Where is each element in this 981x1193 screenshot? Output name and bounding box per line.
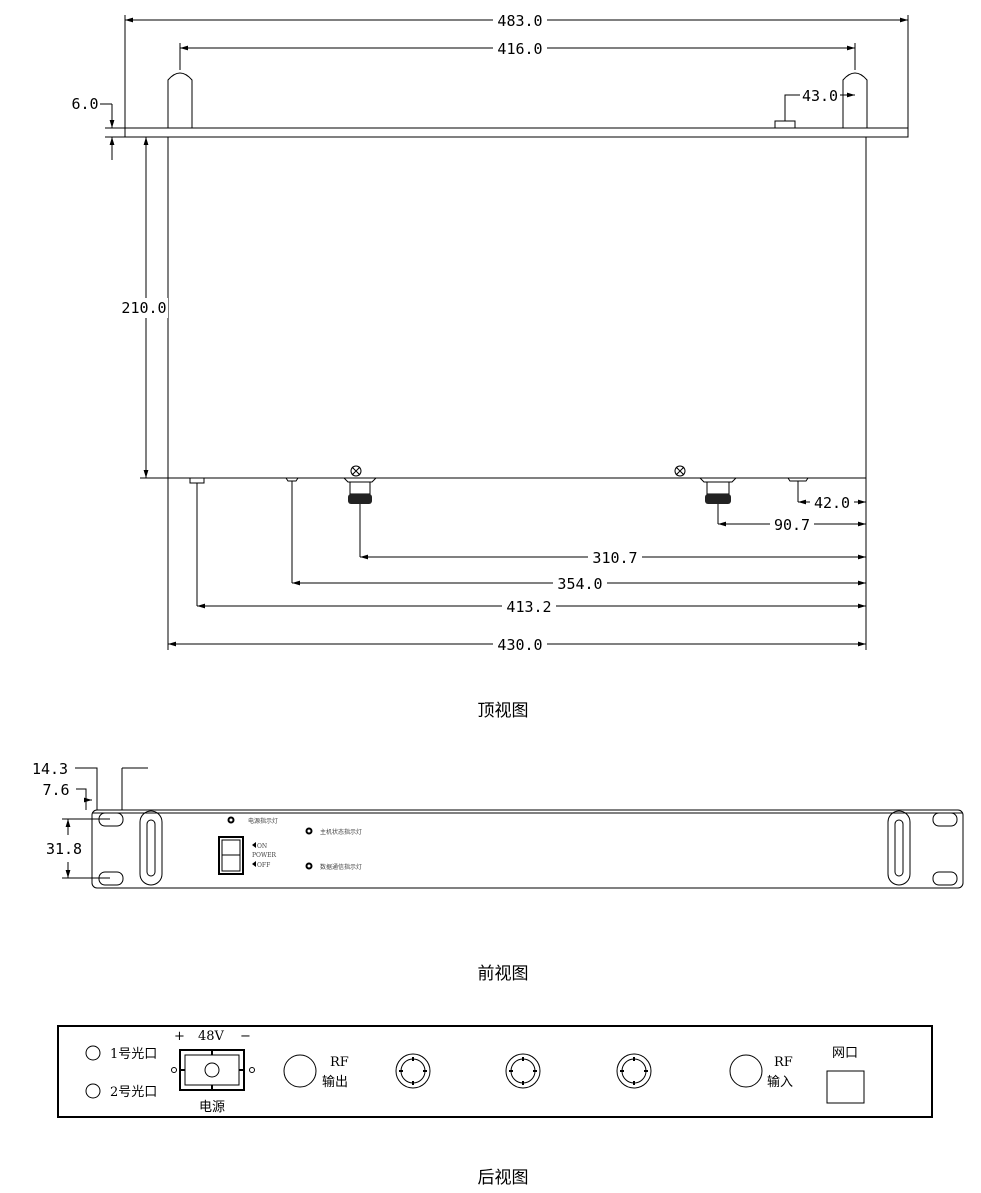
label-minus: − [240, 1029, 251, 1044]
label-plus: + [174, 1029, 185, 1044]
label-off: OFF [257, 862, 270, 869]
data-led [305, 862, 313, 870]
top-view: 483.0 416.0 43.0 6.0 210.0 42.0 90.7 310… [71, 11, 909, 721]
chassis-body [167, 136, 867, 479]
label-rf-in: RF [774, 1055, 793, 1070]
power-connector [171, 1049, 255, 1091]
dim-conn-a: 42.0 [814, 494, 850, 512]
right-handle [842, 72, 868, 128]
back-panel [57, 1025, 933, 1118]
dim-conn-e: 413.2 [506, 598, 551, 616]
peg [285, 477, 299, 482]
label-rf-input: 输入 [767, 1074, 793, 1090]
label-power-led: 电源指示灯 [248, 817, 278, 825]
label-power: POWER [252, 852, 277, 859]
label-port1: 1号光口 [110, 1047, 157, 1062]
back-view: 1号光口 2号光口 + 48V − 电源 RF 输出 RF 输入 网口 后视图 [57, 1025, 933, 1188]
label-power: 电源 [199, 1100, 225, 1115]
dim-flange-thickness: 6.0 [71, 95, 98, 113]
power-led [227, 816, 235, 824]
host-led [305, 827, 313, 835]
label-port2: 2号光口 [110, 1085, 157, 1100]
screw-icon [350, 465, 362, 477]
label-host-led: 主机状态指示灯 [320, 828, 362, 836]
rf-output-port [283, 1054, 317, 1088]
dim-conn-b: 90.7 [774, 516, 810, 534]
ear-hole [932, 871, 958, 886]
label-network: 网口 [832, 1046, 858, 1061]
caption-back-view: 后视图 [478, 1168, 529, 1188]
label-on: ON [257, 843, 267, 850]
bnc-connector [505, 1053, 541, 1089]
dim-hole-spacing: 31.8 [46, 840, 82, 858]
dim-ear-b: 7.6 [42, 781, 69, 799]
bnc-connector [616, 1053, 652, 1089]
caption-top-view: 顶视图 [478, 701, 529, 721]
optical-port-1 [85, 1045, 101, 1061]
caption-front-view: 前视图 [478, 964, 529, 984]
front-panel [91, 809, 964, 889]
rf-input-port [729, 1054, 763, 1088]
dim-depth: 210.0 [121, 299, 166, 317]
mounting-flange [124, 127, 909, 138]
front-view: 电源指示灯 主机状态指示灯 数据通信指示灯 ON POWER OFF 14.3 … [32, 760, 964, 984]
label-rf-out: RF [330, 1055, 349, 1070]
label-voltage: 48V [198, 1029, 225, 1044]
network-port [826, 1070, 865, 1104]
bnc-connector [395, 1053, 431, 1089]
screw-icon [674, 465, 686, 477]
connector [342, 477, 378, 504]
connector [698, 477, 738, 504]
handle-slot [887, 810, 911, 886]
dim-ear-a: 14.3 [32, 760, 68, 778]
label-data-led: 数据通信指示灯 [320, 863, 362, 871]
dim-overall-width: 483.0 [497, 12, 542, 30]
dim-body-width: 430.0 [497, 636, 542, 654]
peg [189, 477, 205, 484]
dim-conn-d: 354.0 [557, 575, 602, 593]
dim-tab-offset: 43.0 [802, 87, 838, 105]
optical-port-2 [85, 1083, 101, 1099]
dim-handle-spacing: 416.0 [497, 40, 542, 58]
power-switch [218, 836, 244, 875]
ear-hole [932, 812, 958, 827]
handle-slot [139, 810, 163, 886]
dim-conn-c: 310.7 [592, 549, 637, 567]
tab [774, 120, 796, 129]
peg [787, 477, 809, 482]
label-rf-output: 输出 [322, 1074, 348, 1090]
left-handle [167, 72, 193, 128]
